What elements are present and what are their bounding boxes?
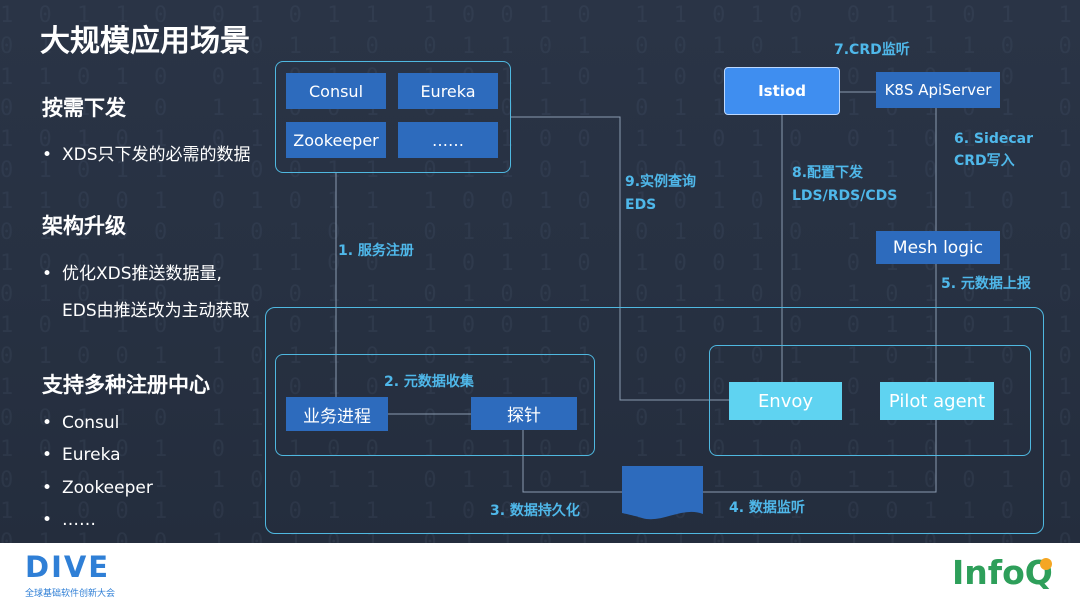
consul-box: Consul xyxy=(286,73,386,109)
label-sidecar-line2: CRD写入 xyxy=(954,153,1015,169)
footer-bar: DIVE 全球基础软件创新大会 InfoQ xyxy=(0,543,1080,607)
zookeeper-box: Zookeeper xyxy=(286,122,386,158)
connector-lines xyxy=(335,91,937,493)
bullet-eds-pull: EDS由推送改为主动获取 xyxy=(62,301,250,321)
infoq-dot-icon xyxy=(1040,558,1052,570)
heading-architecture: 架构升级 xyxy=(42,214,126,238)
bullet-xds-needed: •XDS只下发的必需的数据 xyxy=(42,145,251,165)
label-data-persist: 3. 数据持久化 xyxy=(490,503,580,519)
label-metadata-collect: 2. 元数据收集 xyxy=(384,374,474,390)
bullet-more: •…… xyxy=(42,510,96,530)
label-instance-query-line1: 9.实例查询 xyxy=(625,174,697,190)
page-title: 大规模应用场景 xyxy=(40,24,250,59)
bullet-optimize-xds: •优化XDS推送数据量, xyxy=(42,264,222,284)
dive-subtitle: 全球基础软件创新大会 xyxy=(25,589,116,599)
dive-logo: DIVE xyxy=(25,550,111,584)
mesh-logic-box: Mesh logic xyxy=(876,231,1000,264)
bullet-eureka: •Eureka xyxy=(42,445,121,465)
k8s-apiserver-box: K8S ApiServer xyxy=(876,72,1000,108)
label-crd-watch: 7.CRD监听 xyxy=(834,42,910,58)
storage-document-icon xyxy=(622,466,703,520)
probe-box: 探针 xyxy=(471,397,577,430)
eureka-box: Eureka xyxy=(398,73,498,109)
istiod-box: Istiod xyxy=(724,67,840,115)
bullet-zookeeper: •Zookeeper xyxy=(42,478,153,498)
registry-group xyxy=(275,61,511,173)
infoq-logo: InfoQ xyxy=(952,553,1053,592)
label-sidecar-line1: 6. Sidecar xyxy=(954,131,1033,147)
line-listen xyxy=(703,264,937,493)
label-config-line2: LDS/RDS/CDS xyxy=(792,188,898,204)
business-process-box: 业务进程 xyxy=(286,397,388,431)
node-group xyxy=(265,307,1044,534)
more-registry-box: …… xyxy=(398,122,498,158)
label-config-line1: 8.配置下发 xyxy=(792,165,864,181)
label-service-register: 1. 服务注册 xyxy=(338,243,414,259)
label-metadata-report: 5. 元数据上报 xyxy=(941,276,1031,292)
app-pod-group xyxy=(275,354,595,456)
bullet-consul: •Consul xyxy=(42,413,120,433)
envoy-box: Envoy xyxy=(729,382,842,420)
heading-multi-registry: 支持多种注册中心 xyxy=(42,373,210,397)
heading-on-demand: 按需下发 xyxy=(42,96,126,120)
line-instance-query xyxy=(511,116,729,401)
sidecar-group xyxy=(709,345,1031,456)
label-data-listen: 4. 数据监听 xyxy=(729,500,805,516)
pilot-agent-box: Pilot agent xyxy=(880,382,994,420)
line-persist xyxy=(522,430,622,493)
label-instance-query-line2: EDS xyxy=(625,197,657,213)
slide: 1 0 1 1 0 0 1 0 1 1 1 0 0 1 0 1 1 0 1 0 … xyxy=(0,0,1080,543)
